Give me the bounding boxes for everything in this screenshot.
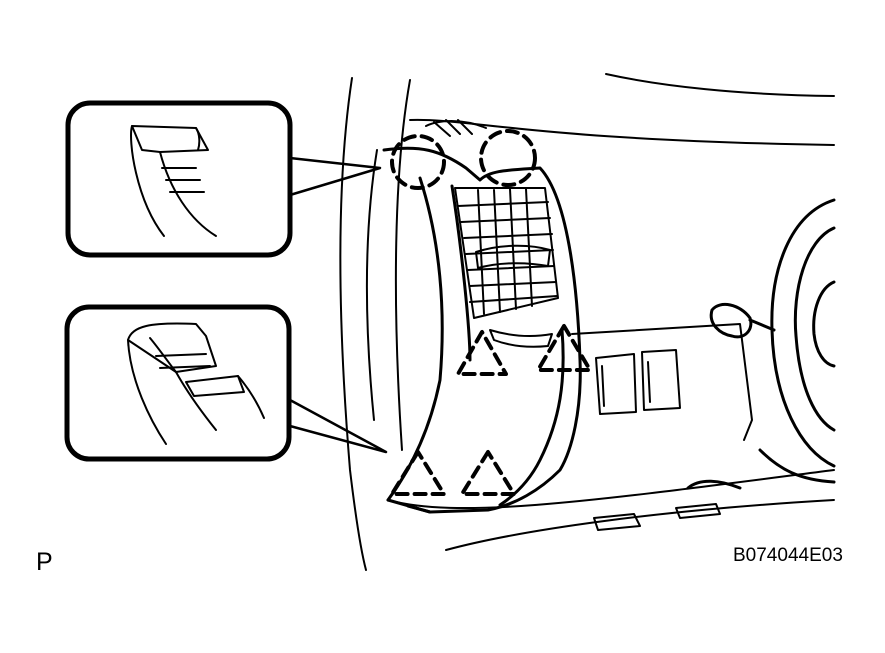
detail-box-clip [64,304,292,462]
clip-detail-icon [127,322,265,445]
dashboard-top [409,73,835,146]
clip-marker-1 [456,330,508,376]
claw-marker-1 [390,134,446,190]
claw-markers [390,129,537,190]
clip-marker-3 [390,450,446,496]
clip-markers [390,324,592,496]
clip-marker-2 [536,324,592,372]
detail-box-claw [65,100,293,258]
lower-panel [387,323,835,551]
clip-marker-4 [460,450,516,496]
claw-detail-icon [130,125,217,237]
side-panel [382,146,582,514]
view-letter-label: P [36,548,53,576]
steering-wheel [686,198,836,490]
figure-code-label: B074044E03 [733,545,843,566]
detail-box-clip-frame [64,304,292,462]
a-pillar-lines [339,77,411,571]
leader-lines [288,156,388,454]
claw-marker-2 [479,129,537,187]
air-vent [454,187,559,348]
